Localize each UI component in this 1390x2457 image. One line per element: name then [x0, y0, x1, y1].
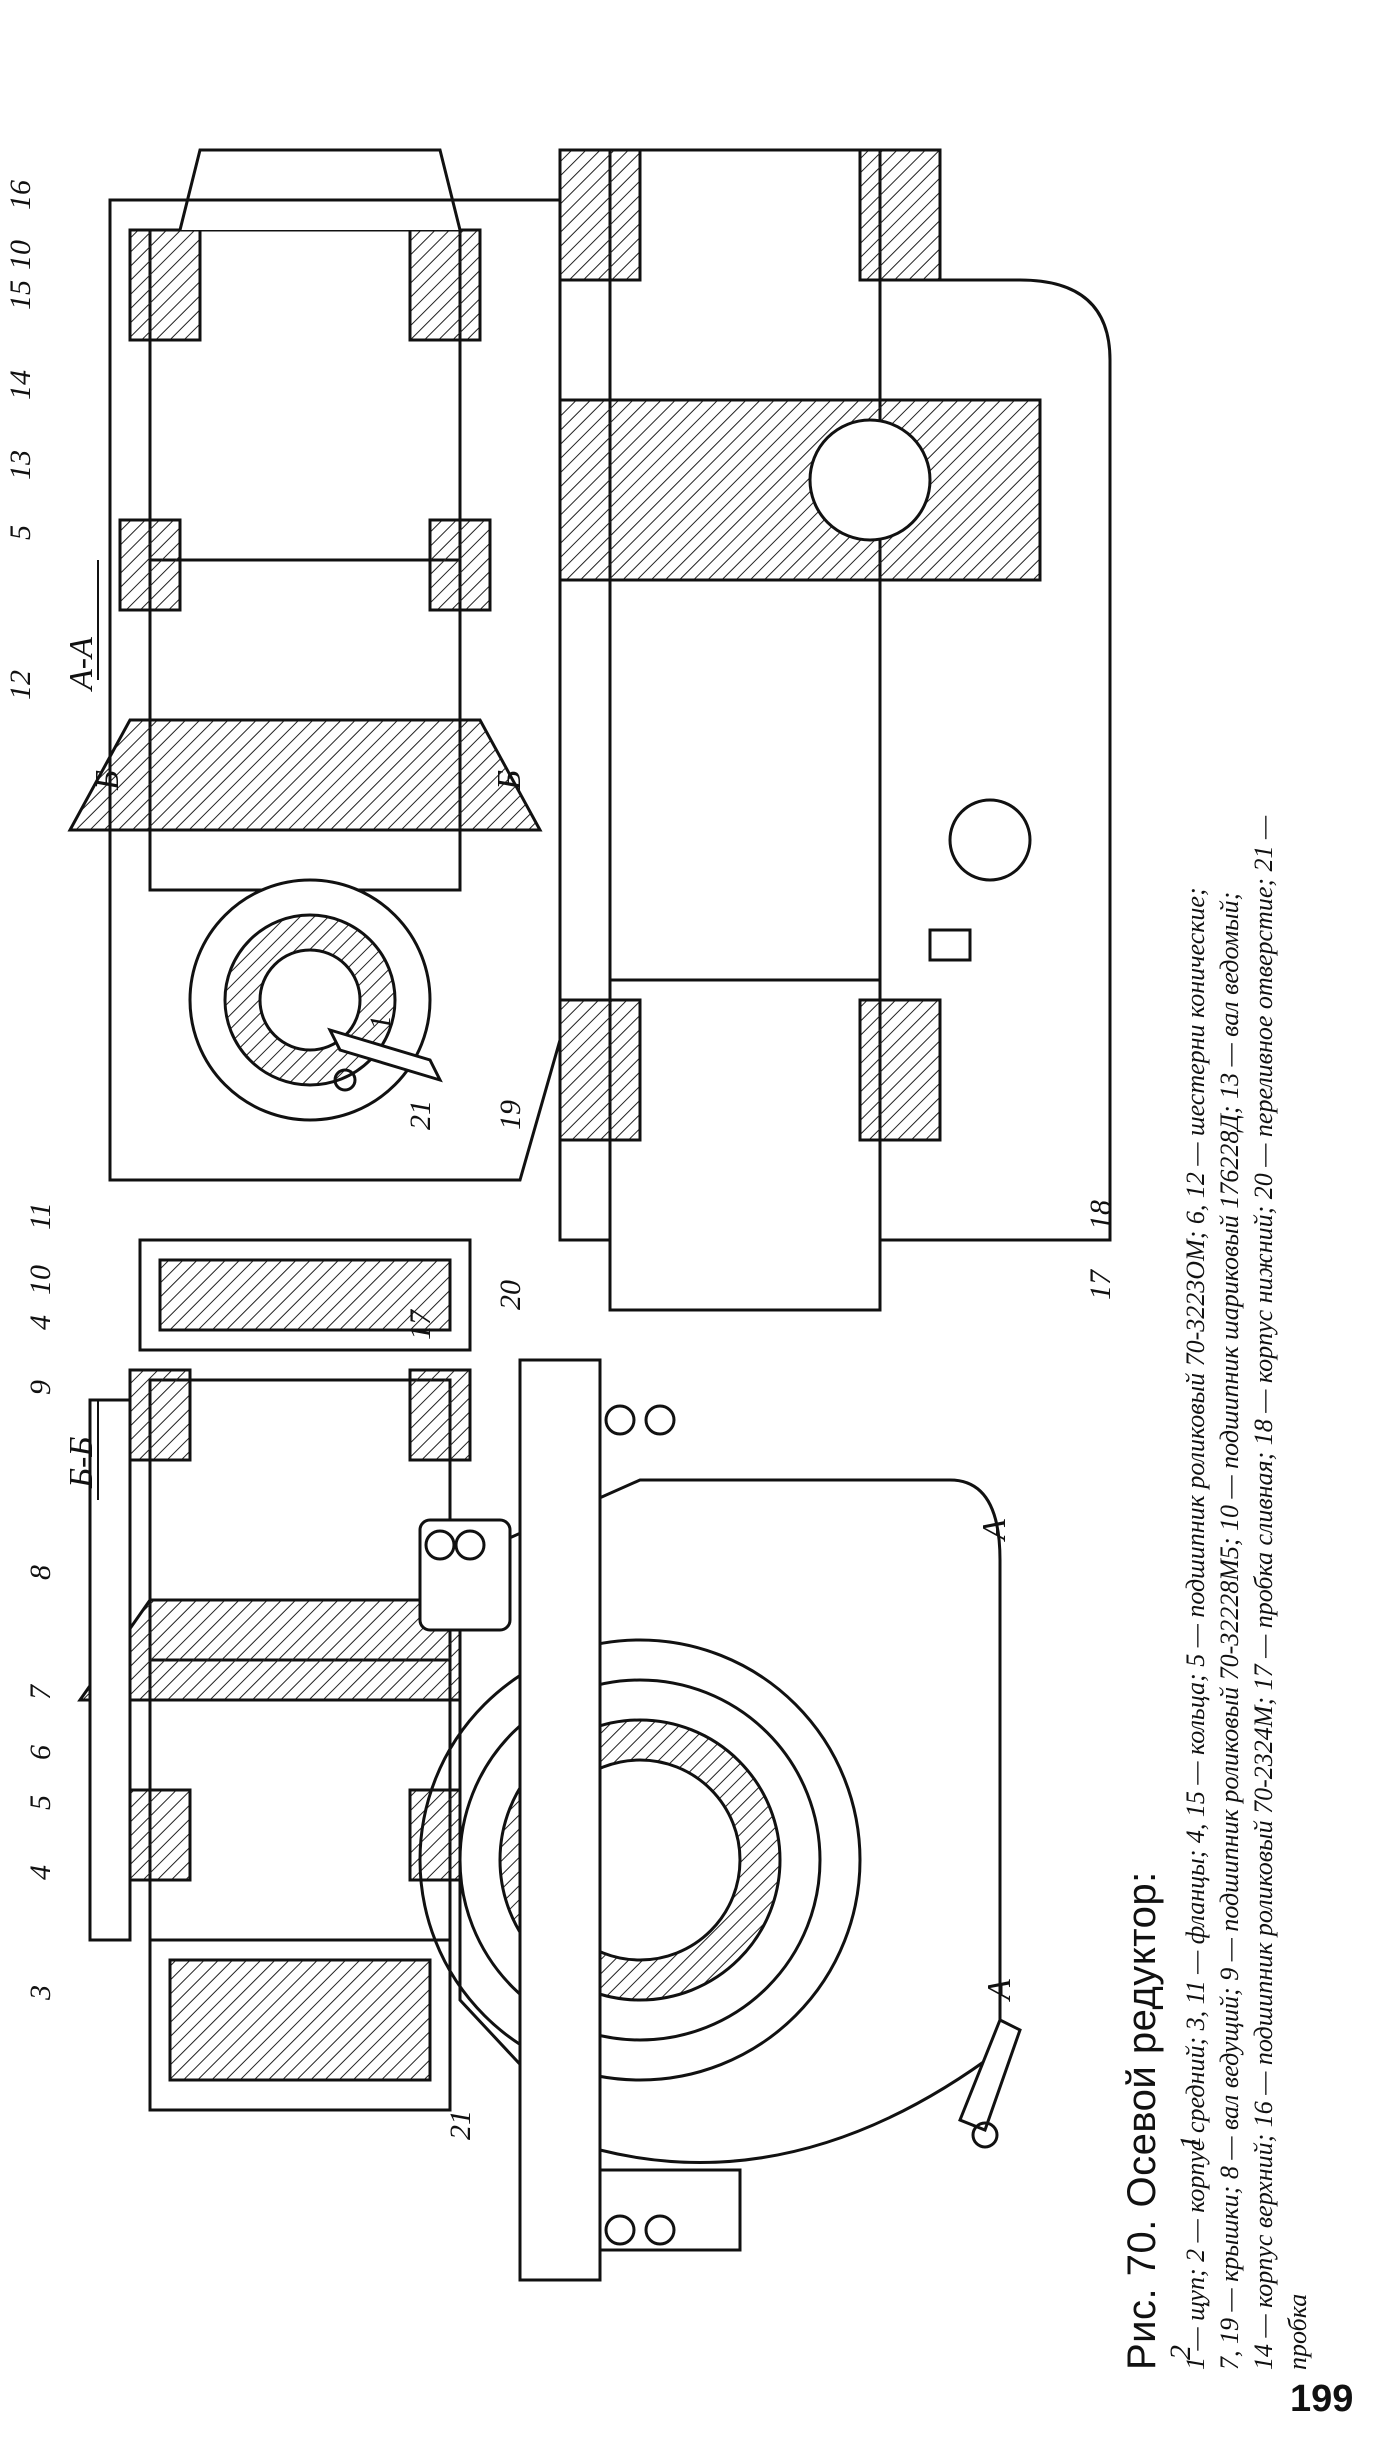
callout-10: 10	[24, 1265, 57, 1295]
callout-20: 20	[494, 1280, 527, 1310]
cut-mark-a-bottom: А	[981, 1979, 1018, 2002]
callout-14: 14	[4, 370, 37, 400]
left-view-drawing	[77, 1238, 1022, 2282]
right-view-drawing	[67, 148, 1112, 1312]
figure-legend: 1 — щуп; 2 — корпус средний; 3, 11 — фла…	[1179, 170, 1315, 2370]
callout-7: 7	[24, 1683, 57, 1700]
callout-1-right: 1	[364, 1015, 397, 1030]
callout-12: 12	[4, 670, 37, 700]
legend-line: 14 — корпус верхний; 16 — подшипник роли…	[1249, 815, 1278, 2370]
callout-5: 5	[24, 1795, 57, 1810]
callout-4b: 4	[24, 1315, 57, 1330]
callout-3: 3	[24, 1985, 57, 2001]
callout-10-right: 10	[4, 240, 37, 270]
page-number: 199	[1290, 2378, 1354, 2420]
upper-housing-14	[108, 198, 562, 1182]
legend-line: пробка	[1283, 2293, 1312, 2370]
callout-15: 15	[4, 280, 37, 310]
legend-line: 7, 19 — крышки; 8 — вал ведущий; 9 — под…	[1215, 891, 1244, 2370]
callout-21: 21	[444, 2110, 477, 2140]
callouts-left-view: 3 4 5 6 7 8 9 4 10 11 17 20 21 2 1	[24, 1202, 1207, 2360]
callout-2: 2	[1164, 2345, 1197, 2360]
callout-9: 9	[24, 1380, 57, 1395]
cut-mark-b-top: Б	[89, 770, 126, 791]
section-label-right-view: А-А	[63, 637, 100, 692]
section-label-left-view: Б-Б	[63, 1437, 100, 1489]
callout-17-right: 17	[1084, 1268, 1117, 1300]
legend-line: 1 — щуп; 2 — корпус средний; 3, 11 — фла…	[1181, 887, 1210, 2370]
callout-11: 11	[24, 1202, 57, 1230]
callout-5-right: 5	[4, 525, 37, 540]
cut-mark-a-top: А	[976, 1519, 1013, 1542]
cut-mark-b-bottom: Б	[491, 770, 528, 791]
callout-13: 13	[4, 450, 37, 480]
figure-caption: Рис. 70. Осевой редуктор: 1 — щуп; 2 — к…	[1120, 170, 1315, 2370]
callout-6: 6	[24, 1745, 57, 1760]
bevel-gear-12	[67, 718, 543, 832]
callout-4a: 4	[24, 1865, 57, 1880]
axle	[608, 148, 882, 1312]
callouts-right-view: 16 10 15 14 13 5 12 1 21 19 18 17	[4, 180, 1117, 1300]
callout-8: 8	[24, 1565, 57, 1580]
callout-21-right: 21	[404, 1100, 437, 1130]
figure-title: Рис. 70. Осевой редуктор:	[1120, 1871, 1164, 2370]
callout-19: 19	[494, 1100, 527, 1130]
callout-17: 17	[404, 1308, 437, 1340]
callout-18: 18	[1084, 1200, 1117, 1230]
callout-16: 16	[4, 180, 37, 210]
section-marks: А-А Б-Б А А Б Б	[63, 560, 1018, 2002]
callout-1: 1	[1174, 2135, 1207, 2150]
